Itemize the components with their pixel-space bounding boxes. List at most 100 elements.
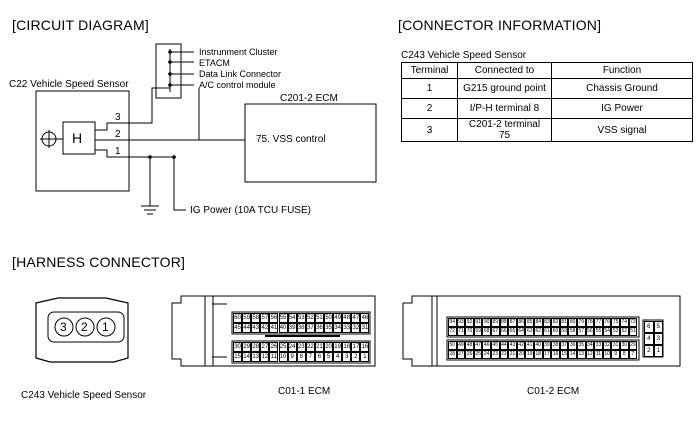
- pin-cell: 15: [233, 352, 243, 362]
- pin-cell: 38: [296, 323, 306, 333]
- pin-1-label: 1: [115, 146, 121, 157]
- pin-cell: 88: [499, 318, 509, 327]
- pin-cell: 64: [516, 327, 526, 336]
- pin-cell: 45: [233, 323, 243, 333]
- pin-cell: 66: [499, 327, 509, 336]
- pin-cell: 39: [542, 341, 552, 350]
- table-row: 2 I/P-H terminal 8 IG Power: [401, 98, 693, 119]
- pin-cell: 28: [448, 350, 457, 359]
- pin-cell: 17: [542, 350, 552, 359]
- pin-cell: 6: [644, 321, 654, 333]
- pin-cell: 12: [585, 350, 595, 359]
- pin-cell: 12: [260, 352, 270, 362]
- c011-connector-shape: [171, 295, 214, 367]
- pin-cell: 56: [269, 313, 279, 323]
- pin-cell: 48: [342, 313, 352, 323]
- pin-cell: 47: [351, 313, 361, 323]
- pin-cell: 22: [499, 350, 509, 359]
- pin-cell: 53: [611, 327, 620, 336]
- pin-cell: 59: [242, 313, 252, 323]
- pin-cell: 52: [620, 327, 629, 336]
- pin-cell: 59: [559, 327, 569, 336]
- pin-cell: 51: [314, 313, 324, 323]
- pin-cell: 82: [551, 318, 560, 327]
- pin-cell: 28: [251, 342, 261, 352]
- pin-3-label: 3: [115, 112, 121, 123]
- pin-cell: 85: [525, 318, 534, 327]
- pin-cell: 13: [577, 350, 586, 359]
- pin-cell: 15: [559, 350, 569, 359]
- bus-connector-box: [155, 43, 182, 99]
- pin-cell: 62: [534, 327, 543, 336]
- pin-cell: 44: [242, 323, 252, 333]
- pin-cell: 77: [594, 318, 603, 327]
- table-row: 1 G215 ground point Chassis Ground: [401, 78, 693, 99]
- pin-cell: 18: [342, 342, 352, 352]
- pin-cell: 60: [551, 327, 560, 336]
- sensor-box: [35, 90, 130, 192]
- pin-cell: 56: [585, 327, 595, 336]
- pin-cell: 80: [568, 318, 577, 327]
- pin-cell: 36: [568, 341, 577, 350]
- pin-cell: 93: [456, 318, 466, 327]
- pin-cell: 55: [278, 313, 288, 323]
- pin-cell: 63: [525, 327, 534, 336]
- pin-cell: 33: [342, 323, 352, 333]
- ig-power-label: IG Power (10A TCU FUSE): [190, 205, 311, 216]
- table-cell: VSS signal: [551, 118, 693, 142]
- pin-cell: 39: [287, 323, 297, 333]
- pin-cell: 49: [456, 341, 466, 350]
- pin-cell: 24: [482, 350, 491, 359]
- pin-cell: 57: [260, 313, 270, 323]
- pin-cell: 58: [251, 313, 261, 323]
- harness-sensor-pin-2: 2: [81, 320, 88, 334]
- pin-cell: 32: [351, 323, 361, 333]
- pin-cell: 43: [508, 341, 517, 350]
- pin-cell: 92: [465, 318, 474, 327]
- pin-cell: 24: [287, 342, 297, 352]
- pin-cell: 67: [491, 327, 500, 336]
- pin-cell: 13: [251, 352, 261, 362]
- pin-cell: 79: [577, 318, 586, 327]
- table-cell: IG Power: [551, 98, 693, 119]
- pin-cell: 21: [508, 350, 517, 359]
- pin-cell: 37: [559, 341, 569, 350]
- pin-cell: 33: [594, 341, 603, 350]
- sensor-name-label: C22 Vehicle Speed Sensor: [9, 79, 129, 90]
- pin-cell: 42: [260, 323, 270, 333]
- pin-cell: 38: [551, 341, 560, 350]
- pin-cell: 86: [516, 318, 526, 327]
- pin-cell: 72: [448, 327, 457, 336]
- connector-table: Terminal Connected to Function 1 G215 gr…: [401, 62, 693, 142]
- pin-cell: 91: [473, 318, 483, 327]
- bus-target-etacm: ETACM: [199, 58, 230, 68]
- pin-cell: 9: [287, 352, 297, 362]
- pin-cell: 34: [585, 341, 595, 350]
- bus-target-ac-module: A/C control module: [199, 80, 276, 90]
- table-cell: 3: [401, 118, 458, 142]
- pin-cell: 68: [482, 327, 491, 336]
- pin-cell: 73: [628, 318, 638, 327]
- pin-cell: 32: [602, 341, 612, 350]
- pin-cell: 42: [516, 341, 526, 350]
- pin-cell: 35: [577, 341, 586, 350]
- pin-cell: 8: [620, 350, 629, 359]
- pin-cell: 54: [602, 327, 612, 336]
- pin-2-label: 2: [115, 129, 121, 140]
- pin-cell: 65: [508, 327, 517, 336]
- pin-cell: 58: [568, 327, 577, 336]
- pin-cell: 41: [269, 323, 279, 333]
- harness-sensor-pin-3: 3: [60, 320, 67, 334]
- pin-cell: 29: [628, 341, 638, 350]
- c011-label: C01-1 ECM: [278, 386, 331, 397]
- pin-cell: 7: [628, 350, 638, 359]
- table-cell: 1: [401, 78, 458, 99]
- pin-cell: 78: [585, 318, 595, 327]
- pin-cell: 22: [305, 342, 315, 352]
- pin-cell: 41: [525, 341, 534, 350]
- pin-cell: 36: [314, 323, 324, 333]
- pin-cell: 11: [594, 350, 603, 359]
- bus-target-instrument-cluster: Instrunment Cluster: [199, 47, 278, 57]
- pin-cell: 9: [611, 350, 620, 359]
- pin-cell: 19: [333, 342, 343, 352]
